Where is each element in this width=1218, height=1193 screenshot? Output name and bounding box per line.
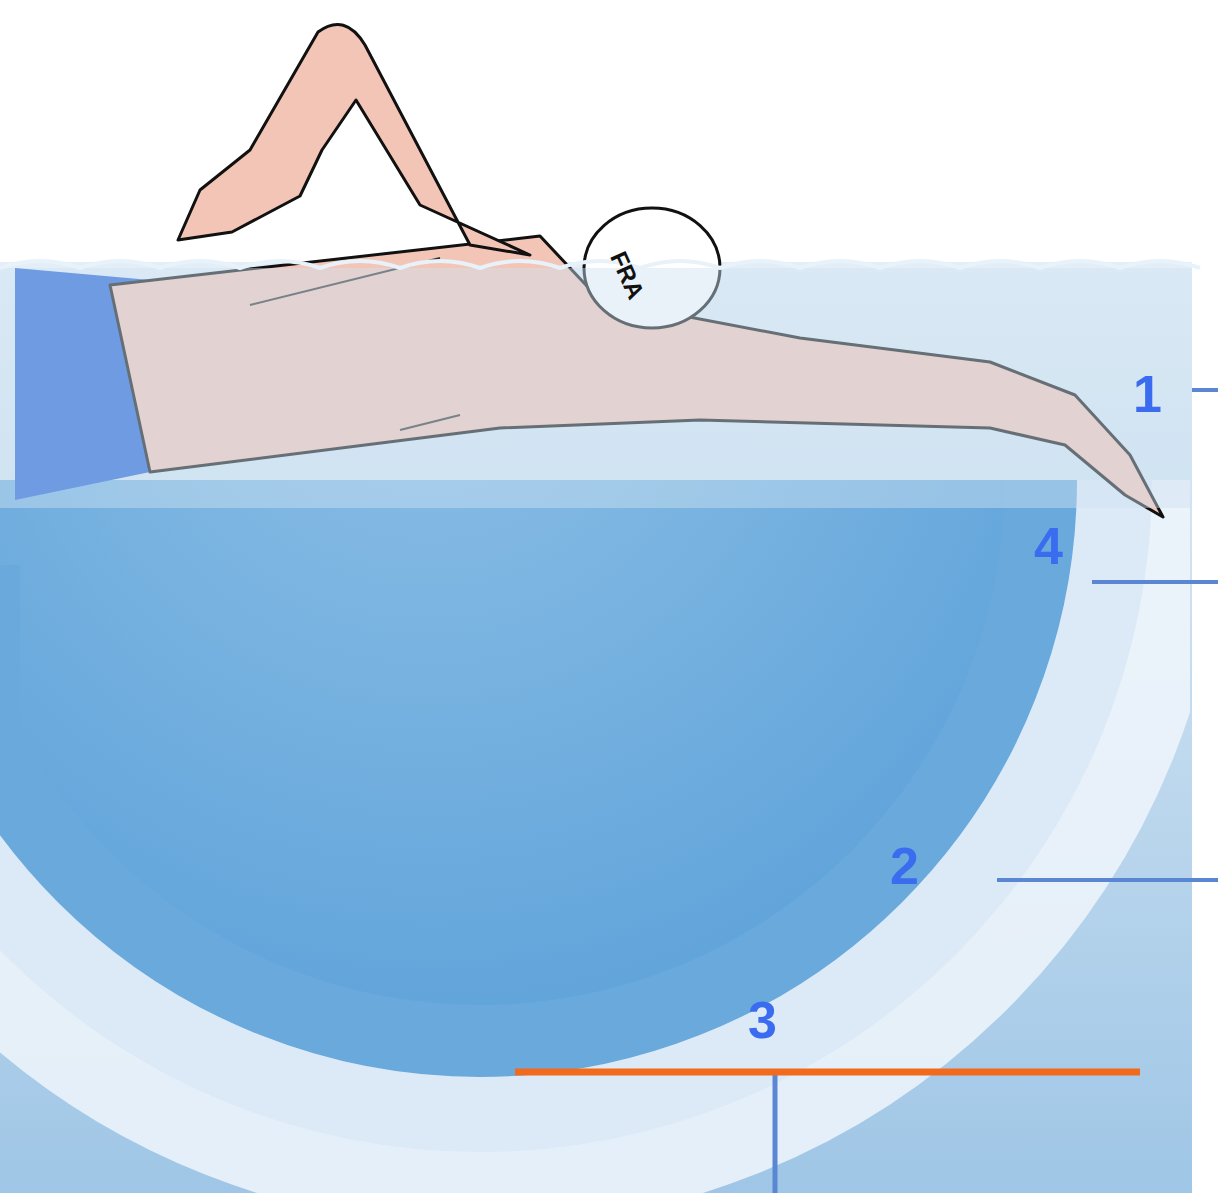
water-surface <box>0 261 1200 268</box>
callout-number: 1 <box>1133 368 1162 420</box>
callout-number: 2 <box>890 840 919 892</box>
outer-water <box>0 480 1152 1152</box>
water-overlay <box>0 268 1192 508</box>
callout-number: 3 <box>748 994 777 1046</box>
leader-line <box>997 878 1218 882</box>
leader-line <box>1192 388 1218 392</box>
water-edge <box>0 565 20 765</box>
swimmer-arm <box>178 24 530 255</box>
depth-marker <box>515 1069 1140 1076</box>
leader-line <box>1092 580 1218 584</box>
inner-circle <box>0 480 1005 1005</box>
callout-number: 4 <box>1034 520 1063 572</box>
leader-line <box>773 1074 778 1193</box>
stroke-path-ring <box>0 480 1152 1152</box>
